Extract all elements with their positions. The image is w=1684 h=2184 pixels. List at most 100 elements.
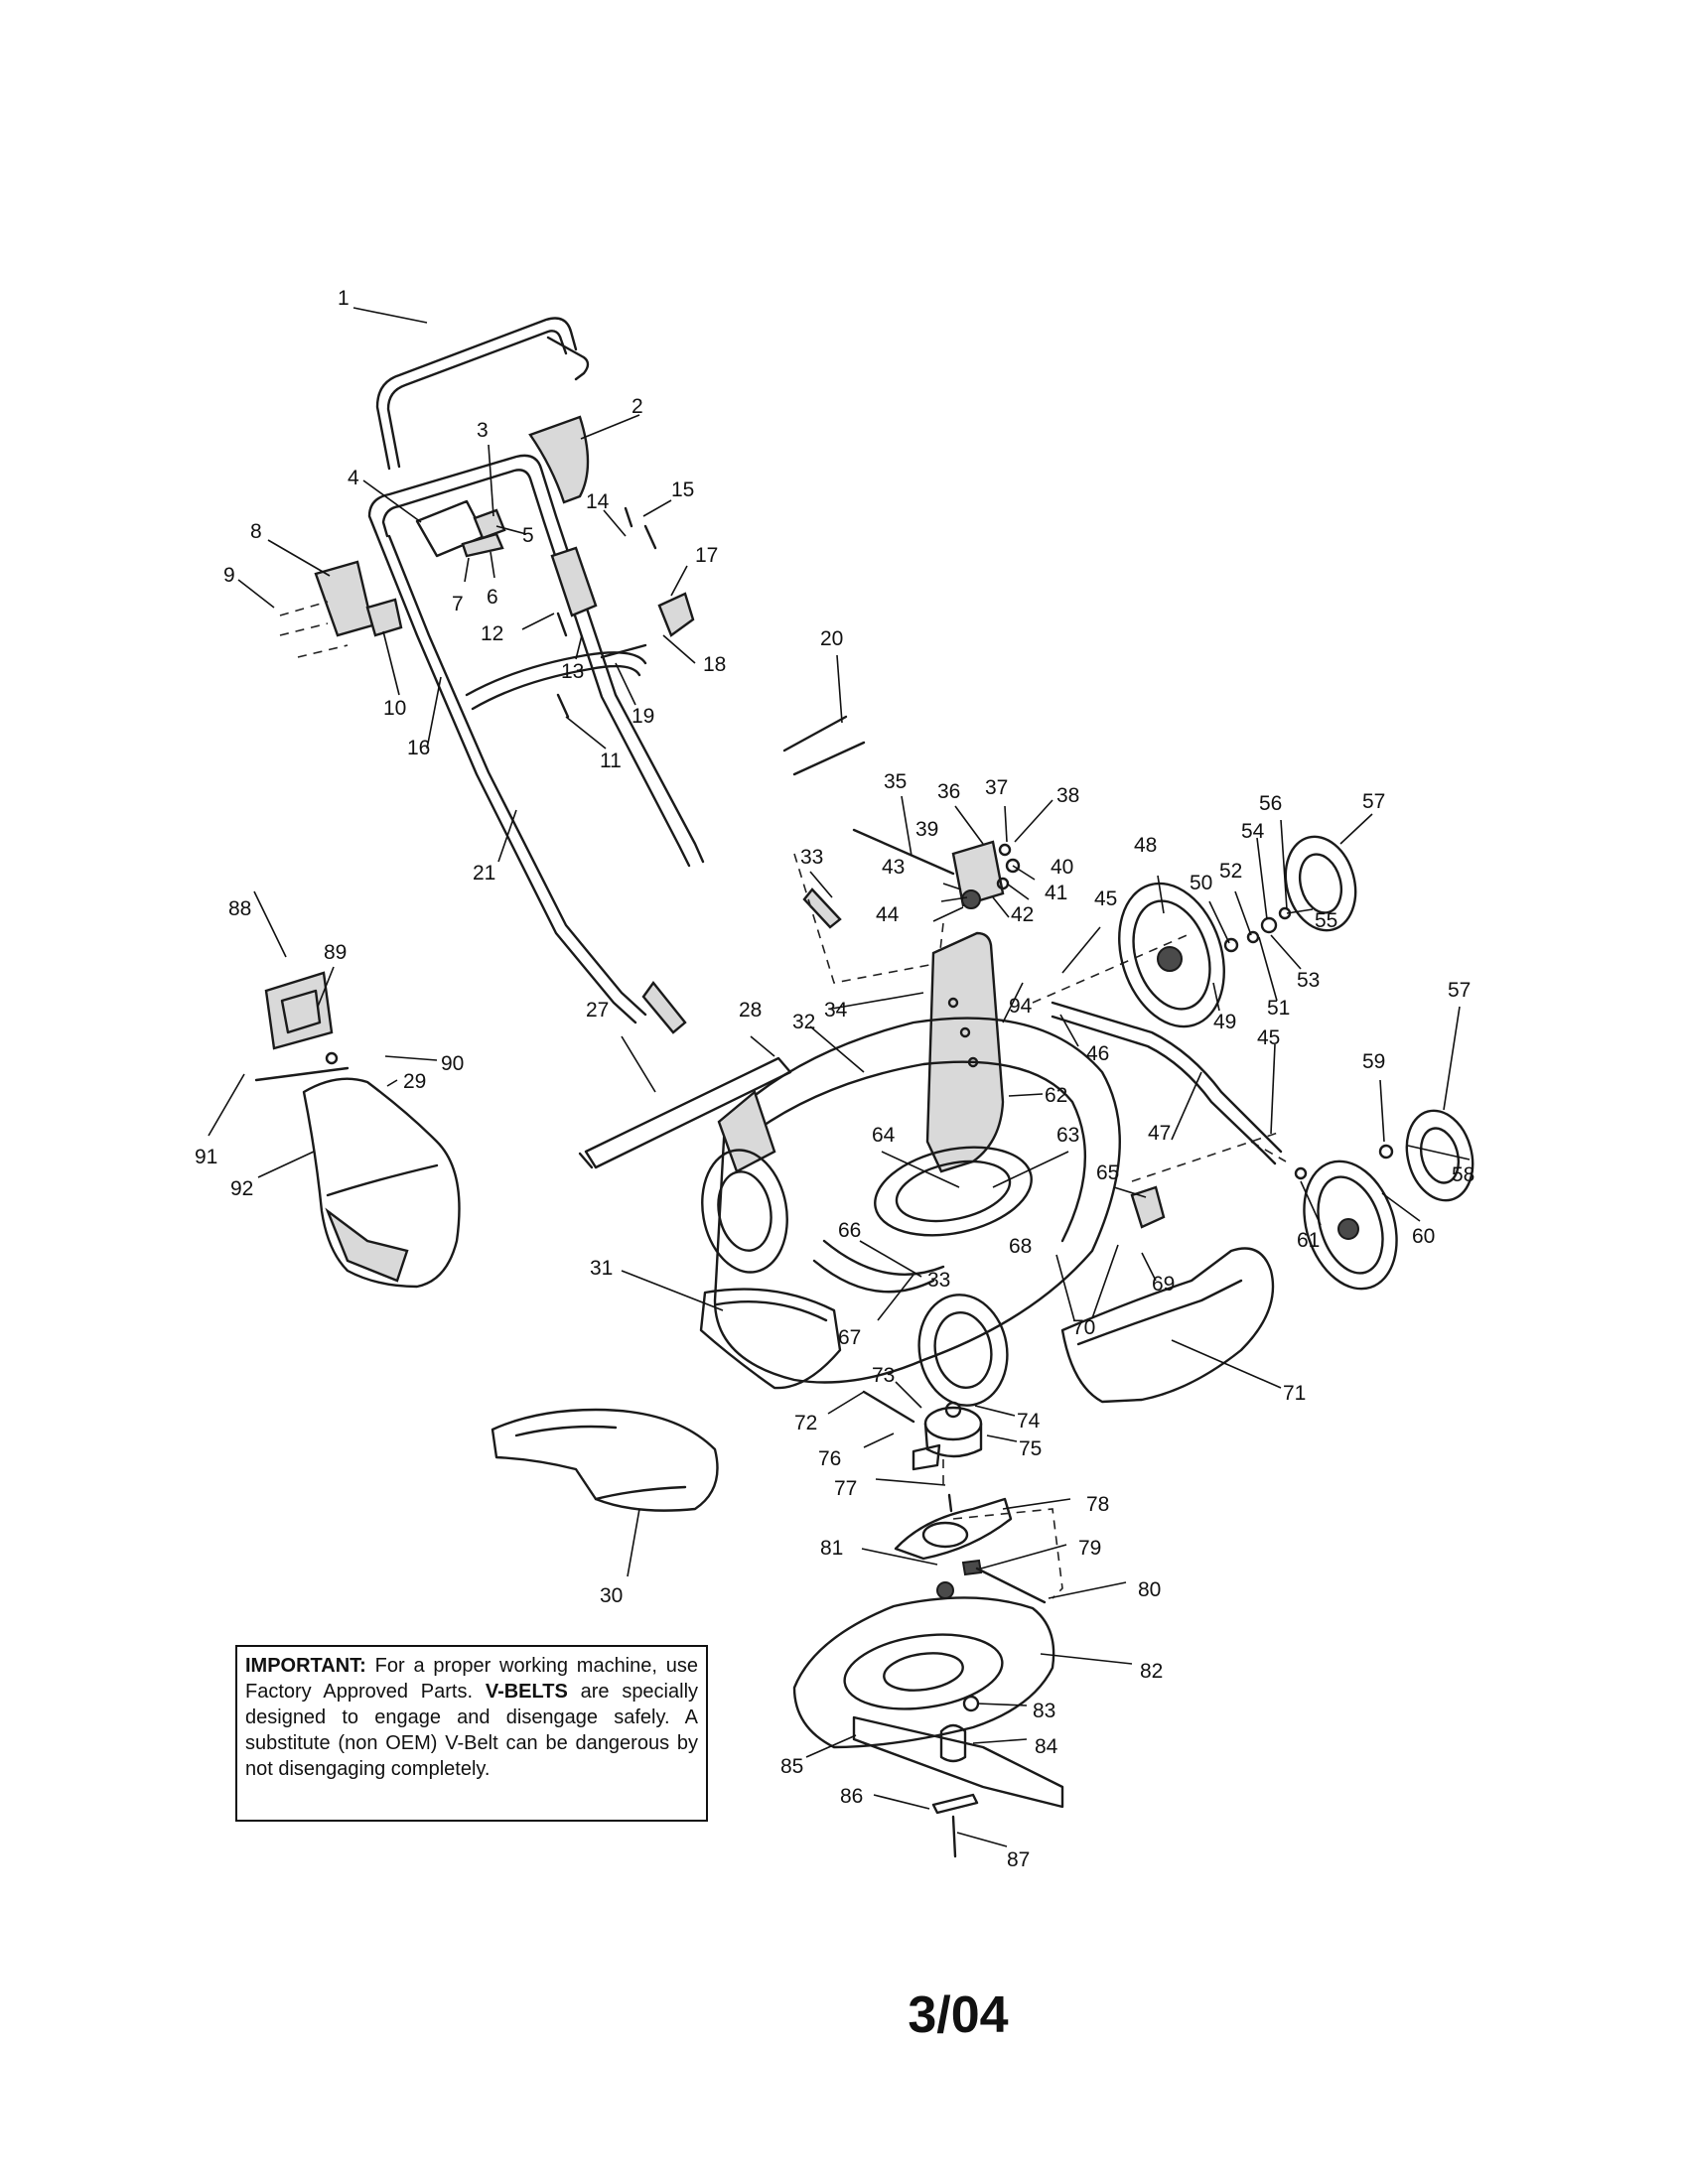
callout-41: 41 [1045,882,1067,904]
callout-54: 54 [1241,820,1265,843]
callout-1: 1 [338,287,350,310]
important-text: For a proper working machine, use Factor… [245,1655,698,1703]
callout-35: 35 [884,770,907,793]
lower-handle-illustration [367,454,842,1034]
rear-wheels-illustration [1118,882,1398,1291]
rear-door-rod-illustration [578,1056,792,1169]
callout-27: 27 [586,999,609,1022]
callout-42: 42 [1011,903,1034,926]
callout-18: 18 [703,653,726,676]
callout-56: 56 [1259,792,1282,815]
callout-92: 92 [230,1177,253,1200]
callout-5: 5 [522,524,534,547]
callout-61: 61 [1297,1229,1320,1252]
bag-frame-illustration [264,971,334,1050]
callout-57a: 57 [1362,790,1385,813]
front-wheels-illustration [701,1149,1009,1407]
callout-70: 70 [1072,1316,1095,1339]
callout-16: 16 [407,737,430,759]
callout-2: 2 [632,395,643,418]
callout-labels: 1 2 3 4 5 6 7 8 9 10 11 12 13 14 15 16 1… [195,287,1474,1871]
callout-43: 43 [882,856,905,879]
callout-45b: 45 [1257,1026,1280,1049]
callout-64: 64 [872,1124,896,1147]
vbelts-label: V-BELTS [485,1681,568,1703]
callout-10: 10 [383,697,406,720]
callout-11: 11 [600,750,622,772]
callout-14: 14 [586,490,610,513]
callout-81: 81 [820,1537,843,1560]
callout-63: 63 [1056,1124,1079,1147]
callout-34: 34 [824,999,848,1022]
callout-46: 46 [1086,1042,1109,1065]
callout-45a: 45 [1094,887,1117,910]
notice-text: IMPORTANT: For a proper working machine,… [245,1653,698,1782]
callout-84: 84 [1035,1735,1058,1758]
callout-60: 60 [1412,1225,1435,1248]
callout-74: 74 [1017,1410,1041,1433]
upper-handle-illustration [375,317,590,471]
callout-79: 79 [1078,1537,1101,1560]
page-date: 3/04 [908,1986,1009,2044]
callout-20: 20 [820,627,843,650]
callout-32: 32 [792,1011,815,1033]
side-discharge-illustration [1060,1185,1275,1404]
callout-50: 50 [1190,872,1212,894]
callout-55: 55 [1315,909,1337,932]
callout-62: 62 [1045,1084,1067,1107]
callout-89: 89 [324,941,347,964]
callout-86: 86 [840,1785,863,1808]
cables-illustration [782,715,866,776]
callout-69: 69 [1152,1273,1175,1296]
callout-13: 13 [561,660,584,683]
callout-80: 80 [1138,1578,1161,1601]
callout-77: 77 [834,1477,857,1500]
callout-47: 47 [1148,1122,1171,1145]
callout-76: 76 [818,1447,841,1470]
hubcaps-illustration [1223,835,1474,1202]
callout-3: 3 [477,419,489,442]
callout-58: 58 [1452,1163,1474,1186]
callout-85: 85 [780,1755,803,1778]
mulch-plug-illustration [491,1408,719,1512]
callout-87: 87 [1007,1848,1030,1871]
callout-57b: 57 [1448,979,1471,1002]
callout-37: 37 [985,776,1008,799]
callout-39: 39 [915,818,938,841]
callout-82: 82 [1140,1660,1163,1683]
rear-skirt-illustration [699,1288,842,1390]
mower-deck-illustration [713,1017,1121,1384]
callout-91: 91 [195,1146,217,1168]
leader-lines [208,307,1471,1847]
callout-53: 53 [1297,969,1320,992]
callout-15: 15 [671,478,694,501]
control-brackets-illustration [279,415,695,719]
callout-73: 73 [872,1364,895,1387]
callout-65: 65 [1096,1161,1119,1184]
callout-12: 12 [481,622,503,645]
grass-bag-illustration [254,1051,461,1289]
callout-8: 8 [250,520,262,543]
callout-30: 30 [600,1584,623,1607]
callout-52: 52 [1219,860,1242,883]
cable-bracket-illustration [852,828,1021,909]
callout-51: 51 [1267,997,1290,1020]
transmission-bracket-illustration [925,931,1005,1173]
callout-66: 66 [838,1219,861,1242]
callout-72: 72 [794,1412,817,1434]
callout-71: 71 [1283,1382,1306,1405]
callout-78: 78 [1086,1493,1109,1516]
important-label: IMPORTANT: [245,1655,366,1677]
callout-29: 29 [403,1070,426,1093]
callout-31: 31 [590,1257,613,1280]
callout-83: 83 [1033,1700,1055,1722]
callout-6: 6 [487,586,498,609]
important-notice-box: IMPORTANT: For a proper working machine,… [235,1645,708,1822]
callout-44: 44 [876,903,900,926]
callout-67: 67 [838,1326,861,1349]
vbelts-text: are specially designed to engage and dis… [245,1681,699,1780]
callout-21: 21 [473,862,495,885]
callout-90: 90 [441,1052,464,1075]
callout-28: 28 [739,999,762,1022]
